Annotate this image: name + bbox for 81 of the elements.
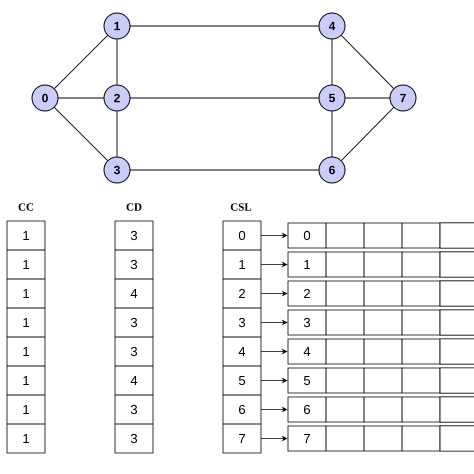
array-cell: 1: [6, 250, 46, 280]
empty-cell: [439, 396, 474, 423]
graph-edge: [116, 39, 118, 85]
graph-vertex: 4: [318, 12, 346, 40]
empty-cell: [402, 338, 440, 364]
empty-cell: [439, 367, 474, 394]
graph-edge: [341, 107, 394, 161]
empty-cell: [402, 396, 440, 422]
array-cell: 5: [222, 366, 262, 396]
empty-cell: [326, 338, 364, 364]
empty-cell: [364, 280, 402, 306]
graph-edge: [54, 107, 108, 161]
empty-cell: [326, 222, 364, 248]
array-cell: 3: [114, 220, 154, 250]
empty-cell: [364, 338, 402, 364]
empty-cell: [364, 222, 402, 248]
array-cell: 1: [6, 308, 46, 338]
array-cell: 1: [222, 250, 262, 280]
array-cell: 3: [114, 250, 154, 280]
column-heading: CSL: [230, 203, 252, 211]
array-cell: 4: [288, 338, 326, 364]
empty-cell: [402, 222, 440, 248]
array-cell: 0: [222, 220, 262, 250]
column-heading: CD: [126, 203, 142, 211]
empty-cell: [402, 368, 440, 394]
array-cell: 1: [6, 278, 46, 308]
graph-edge: [54, 35, 108, 89]
graph-vertex: 3: [104, 156, 130, 184]
array-cell: 1: [6, 366, 46, 396]
array-cell: 1: [6, 394, 46, 424]
array-cell: 1: [6, 424, 46, 454]
empty-cell: [364, 426, 402, 452]
array-cell: 4: [114, 366, 154, 396]
empty-cell: [326, 426, 364, 452]
array-cell: 0: [288, 222, 326, 248]
graph-vertex: 0: [32, 84, 58, 112]
empty-cell: [326, 396, 364, 422]
array-cell: 3: [222, 308, 262, 338]
empty-cell: [439, 309, 474, 336]
empty-cell: [439, 251, 474, 278]
graph-vertex: 5: [318, 84, 346, 112]
array-cell: 4: [222, 336, 262, 366]
empty-cell: [326, 252, 364, 278]
array-cell: 6: [222, 394, 262, 424]
empty-cell: [439, 338, 474, 365]
empty-cell: [326, 368, 364, 394]
graph-vertex: 7: [390, 84, 416, 112]
graph-edge: [116, 111, 118, 157]
array-cell: 6: [288, 396, 326, 422]
empty-cell: [439, 280, 474, 307]
array-cell: 3: [114, 308, 154, 338]
array-cell: 5: [288, 368, 326, 394]
array-cell: 7: [222, 424, 262, 454]
empty-cell: [439, 425, 474, 452]
array-cell: 3: [114, 424, 154, 454]
empty-cell: [402, 280, 440, 306]
empty-cell: [402, 252, 440, 278]
graph-vertex: 6: [318, 156, 346, 184]
empty-cell: [402, 310, 440, 336]
array-cell: 7: [288, 426, 326, 452]
array-cell: 2: [222, 278, 262, 308]
array-cell: 1: [6, 336, 46, 366]
empty-cell: [364, 368, 402, 394]
graph-vertex: 1: [104, 12, 130, 40]
array-cell: 4: [114, 278, 154, 308]
array-cell: 3: [114, 336, 154, 366]
array-cell: 1: [288, 252, 326, 278]
empty-cell: [402, 426, 440, 452]
empty-cell: [326, 280, 364, 306]
array-cell: 3: [288, 310, 326, 336]
column-heading: CC: [18, 203, 34, 211]
array-cell: 2: [288, 280, 326, 306]
empty-cell: [364, 310, 402, 336]
empty-cell: [326, 310, 364, 336]
graph-edge: [341, 35, 394, 89]
empty-cell: [364, 396, 402, 422]
array-cell: 1: [6, 220, 46, 250]
empty-cell: [439, 222, 474, 249]
empty-cell: [364, 252, 402, 278]
graph-vertex: 2: [104, 84, 130, 112]
array-cell: 3: [114, 394, 154, 424]
